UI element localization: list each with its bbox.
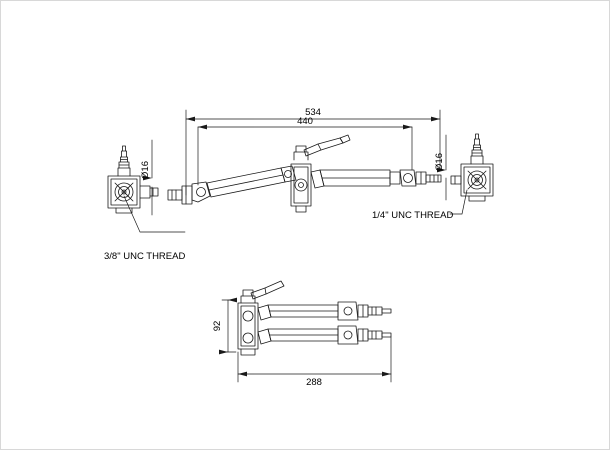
thread-left-label: 3/8" UNC THREAD — [104, 251, 185, 262]
left-end-fitting — [107, 145, 159, 214]
thread-right-label: 1/4" UNC THREAD — [372, 210, 453, 221]
bottom-view-assembly — [237, 280, 392, 356]
dimension-288 — [237, 336, 392, 383]
right-arm-tube — [310, 169, 442, 189]
thread-right-leader — [449, 189, 468, 215]
center-clamp-joint — [290, 134, 351, 213]
dimension-92 — [219, 297, 237, 355]
right-end-fitting — [450, 133, 494, 202]
dim-diameter-left-text: Ø16 — [140, 161, 151, 179]
dimension-534 — [185, 109, 441, 196]
dim-534-text: 534 — [305, 107, 321, 118]
dim-diameter-right-text: Ø16 — [434, 153, 445, 171]
dimension-440 — [197, 124, 413, 186]
left-arm-tube — [167, 165, 297, 205]
thread-left-leader — [123, 195, 186, 233]
dim-440-text: 440 — [297, 116, 313, 127]
dim-92-text: 92 — [212, 321, 223, 332]
dim-288-text: 288 — [306, 377, 322, 388]
